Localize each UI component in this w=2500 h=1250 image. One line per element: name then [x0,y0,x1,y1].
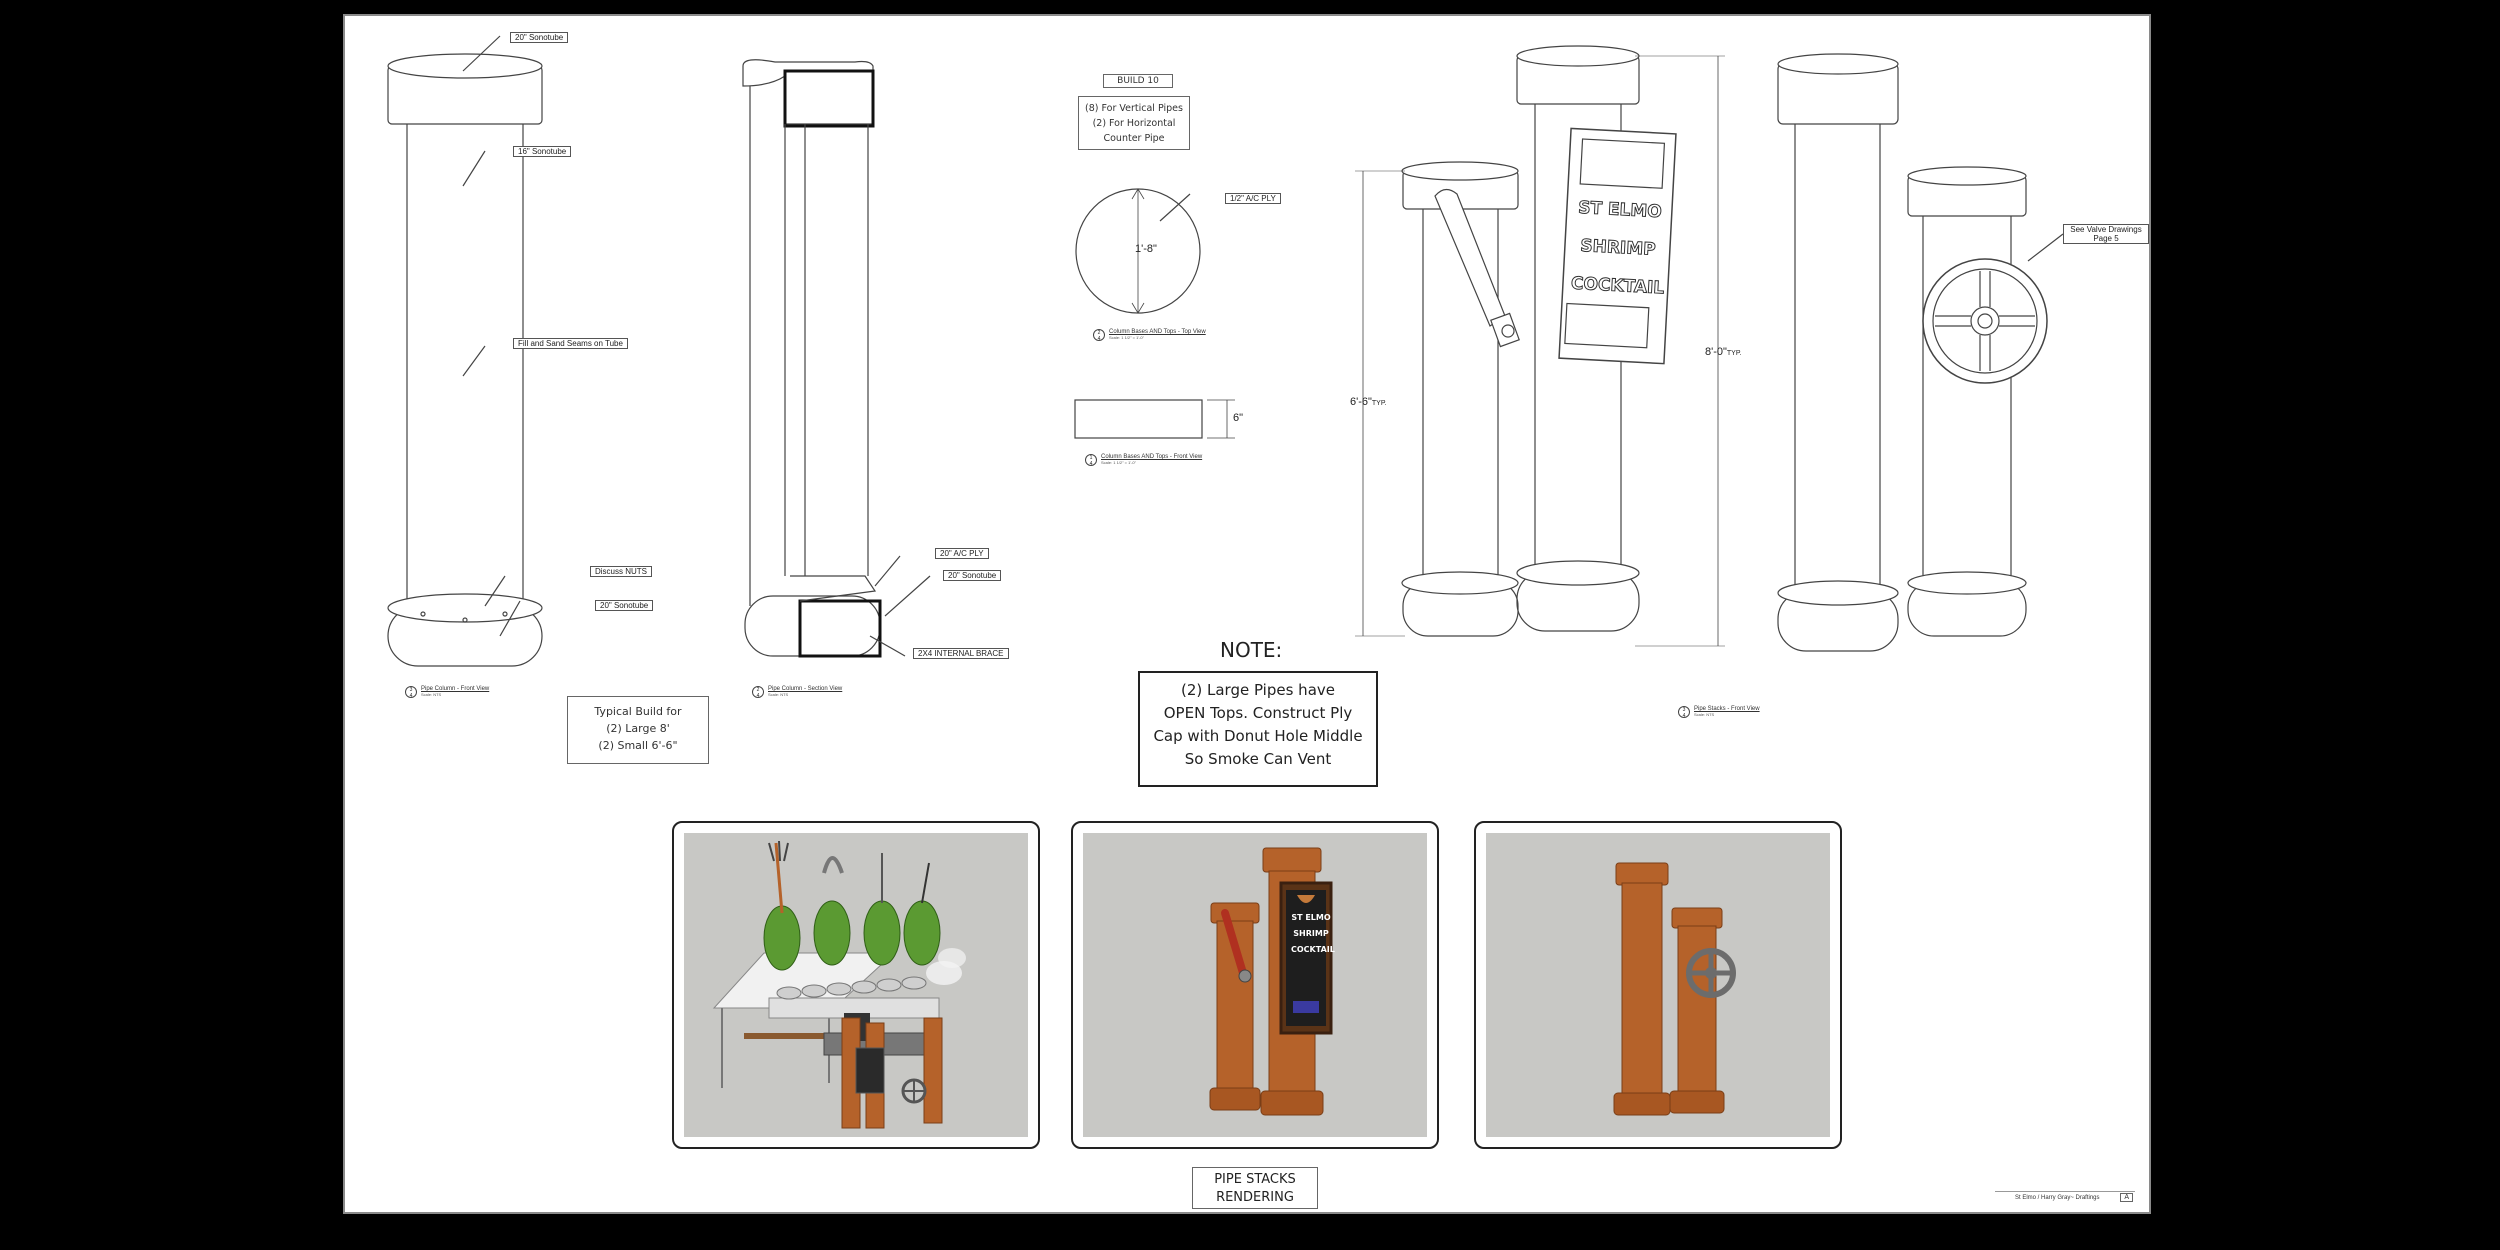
label-fill-sand-seams: Fill and Sand Seams on Tube [513,338,628,349]
label-discuss-nuts: Discuss NUTS [590,566,653,577]
label-see-valve-drawings: See Valve Drawings Page 5 [2063,224,2149,244]
title-block: St Elmo / Harry Gray~ Draftings A [1995,1191,2135,1208]
dim-small-pipe: 6'-6"TYP. [1350,396,1387,408]
note-heading: NOTE: [1220,638,1283,662]
rendering-title-line-2: RENDERING [1216,1190,1294,1205]
pipe-stacks-valve-view [1777,53,2064,652]
dim-large-pipe: 8'-0"TYP. [1705,346,1742,358]
drawing-sign-text: ST ELMO SHRIMP COCKTAIL [1570,189,1666,308]
build-line-vertical: (8) For Vertical Pipes [1085,103,1183,114]
pipe-column-front-view [387,35,543,667]
title-block-project: St Elmo / Harry Gray~ Draftings [2015,1195,2100,1201]
rendering-title-box: PIPE STACKS RENDERING [1192,1167,1318,1209]
render-sign-line-1: ST ELMO [1291,913,1331,922]
sign-pipes-render [1209,847,1333,1116]
drawing-sign-line-1: ST ELMO [1577,197,1663,223]
render-panel-sign-pipes: ST ELMO SHRIMP COCKTAIL [1071,821,1439,1149]
dim-diameter: 1'-8" [1135,243,1157,255]
label-20in-sonotube-top: 20" Sonotube [510,32,569,43]
drawing-sign-line-3: COCKTAIL [1570,273,1665,299]
typical-build-box: Typical Build for (2) Large 8' (2) Small… [567,696,709,764]
label-16in-sonotube: 16" Sonotube [513,146,572,157]
pipe-column-section-view [742,59,931,658]
render-sign-line-2: SHRIMP [1293,929,1329,938]
valve-pipes-render [1613,862,1736,1116]
build-line-counter: Counter Pipe [1103,133,1165,144]
render-sign-text: ST ELMO SHRIMP COCKTAIL [1291,910,1335,958]
render-panel-booth [672,821,1040,1149]
typical-line-3: (2) Small 6'-6" [598,739,678,752]
label-20in-ac-ply: 20" A/C PLY [935,548,989,559]
label-2x4-internal-brace: 2X4 INTERNAL BRACE [913,648,1009,659]
typical-line-2: (2) Large 8' [606,722,670,735]
title-block-sheet: A [2120,1193,2133,1202]
column-bases-front-view [1074,399,1235,439]
column-top-view [1075,188,1201,314]
drawing-sheet: 20" Sonotube 16" Sonotube Fill and Sand … [343,14,2151,1214]
typical-line-1: Typical Build for [594,705,682,718]
drawing-sign-line-2: SHRIMP [1579,236,1657,261]
note-line-2: OPEN Tops. Construct Ply [1163,704,1353,722]
build-count-box: (8) For Vertical Pipes (2) For Horizonta… [1078,96,1190,150]
note-box: (2) Large Pipes have OPEN Tops. Construc… [1138,671,1378,787]
label-20in-sonotube-section: 20" Sonotube [943,570,1002,581]
rendering-title-line-1: PIPE STACKS [1214,1172,1296,1187]
note-line-1: (2) Large Pipes have [1180,681,1335,699]
booth-render [712,840,966,1129]
pipe-stacks-front-view [1355,45,1725,647]
build-count-title: BUILD 10 [1103,74,1173,88]
render-panel-valve-pipes [1474,821,1842,1149]
label-half-inch-ac-ply: 1/2" A/C PLY [1225,193,1281,204]
technical-drawings [387,35,2064,667]
note-line-3: Cap with Donut Hole Middle [1153,727,1363,745]
render-sign-line-3: COCKTAIL [1291,945,1335,954]
build-line-horizontal: (2) For Horizontal [1092,118,1176,129]
label-20in-sonotube-bottom: 20" Sonotube [595,600,654,611]
dim-height-6in: 6" [1233,412,1244,424]
note-line-4: So Smoke Can Vent [1184,750,1332,768]
